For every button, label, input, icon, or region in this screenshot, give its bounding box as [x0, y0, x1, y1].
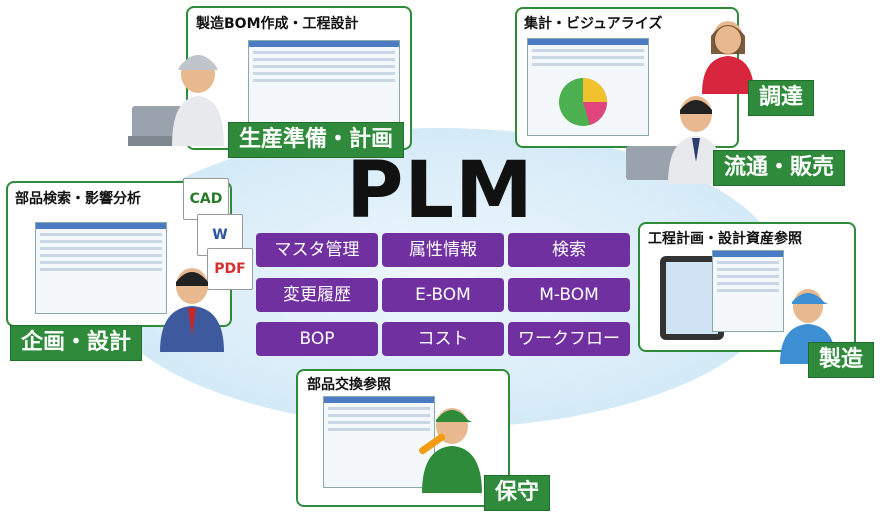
pie-chart-icon	[559, 78, 608, 126]
panel-parts-exchange-title: 部品交換参照	[307, 377, 391, 393]
feature-mbom: M-BOM	[508, 278, 630, 312]
feature-bop: BOP	[256, 322, 378, 356]
feature-search: 検索	[508, 233, 630, 267]
feature-cost: コスト	[382, 322, 504, 356]
label-distribution-sales: 流通・販売	[713, 150, 846, 186]
screenshot-thumbnail	[248, 40, 400, 124]
label-production-planning: 生産準備・計画	[228, 122, 405, 158]
label-maintenance: 保守	[484, 475, 551, 511]
maintenance-worker-icon	[419, 408, 482, 493]
cad-document-icon: CAD	[183, 178, 229, 220]
panel-production-prep-title: 製造BOM作成・工程設計	[196, 16, 359, 32]
feature-change-history: 変更履歴	[256, 278, 378, 312]
panel-parts-search-title: 部品検索・影響分析	[15, 191, 141, 207]
worker-with-laptop-icon	[128, 55, 224, 146]
feature-workflow: ワークフロー	[508, 322, 630, 356]
screenshot-thumbnail	[712, 250, 784, 332]
plm-title: PLM	[346, 146, 534, 236]
panel-process-planning-title: 工程計画・設計資産参照	[648, 231, 802, 247]
screenshot-thumbnail	[323, 396, 435, 488]
label-procurement: 調達	[748, 80, 815, 116]
female-worker-icon	[702, 21, 754, 94]
screenshot-thumbnail	[35, 222, 167, 314]
designer-worker-icon	[160, 268, 224, 352]
label-manufacturing: 製造	[808, 342, 875, 378]
feature-ebom: E-BOM	[382, 278, 504, 312]
feature-master-management: マスタ管理	[256, 233, 378, 267]
label-planning-design: 企画・設計	[10, 325, 143, 361]
screenshot-thumbnail	[527, 38, 649, 136]
feature-attribute-info: 属性情報	[382, 233, 504, 267]
worker-with-laptop-icon	[626, 96, 724, 184]
panel-visualize-title: 集計・ビジュアライズ	[524, 16, 663, 32]
pdf-document-icon: PDF	[207, 248, 253, 290]
